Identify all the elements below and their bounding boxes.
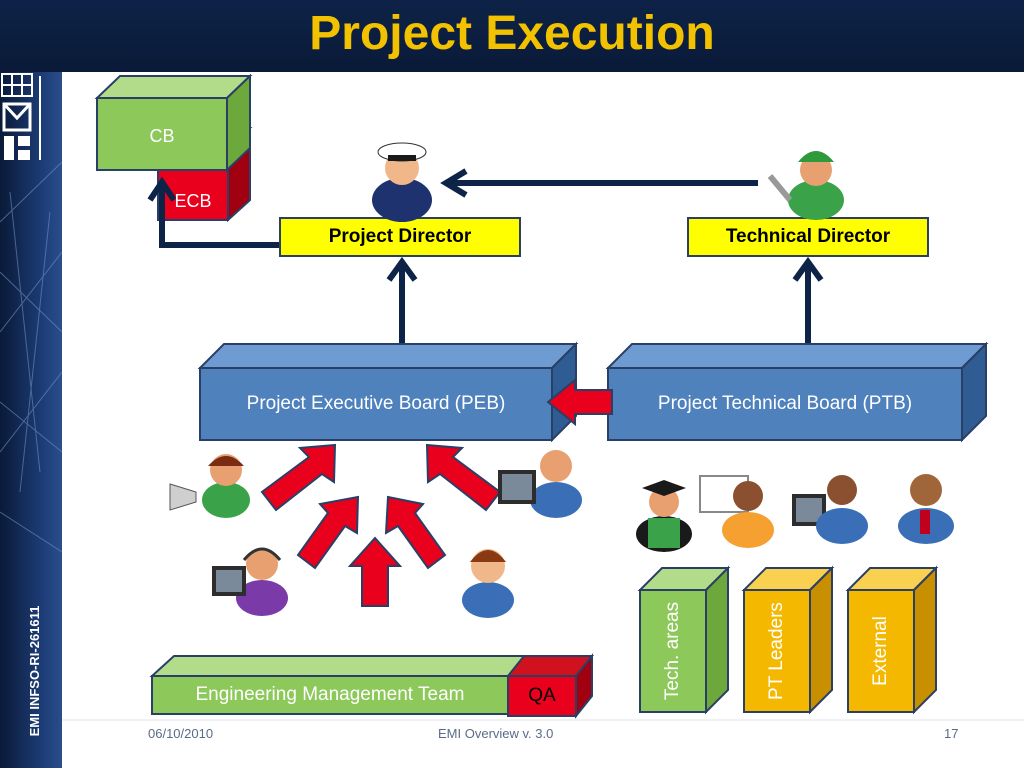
tech-areas-label: Tech. areas [662, 601, 683, 701]
pt-leaders-box [741, 565, 835, 715]
pd-to-cb-arrow [159, 185, 280, 248]
qa-box [505, 653, 595, 719]
header-bar: Project Execution [0, 0, 1024, 72]
ptb-label: Project Technical Board (PTB) [657, 393, 913, 414]
graduate-person-icon [636, 480, 692, 552]
qa-label: QA [528, 685, 556, 706]
external-label: External [870, 616, 891, 686]
project-director-label: Project Director [328, 226, 472, 247]
footer-page-number: 17 [944, 726, 959, 741]
laptop-user-person-icon [792, 475, 868, 544]
ptb-box [605, 341, 989, 443]
pt-leaders-label: PT Leaders [766, 602, 787, 700]
megaphone-person-icon [169, 454, 250, 518]
cb-label: CB [149, 126, 175, 146]
project-director-box [279, 217, 521, 257]
red-arrow-top-left [260, 443, 337, 512]
sidebar-pattern [0, 161, 62, 553]
footer-date: 06/10/2010 [148, 726, 214, 741]
emi-logo [1, 73, 41, 160]
ecb-label: ECB [174, 190, 212, 211]
red-arrow-center [347, 536, 403, 607]
red-arrow-mid-left [296, 495, 360, 570]
technical-director-person-icon [767, 151, 844, 220]
emt-label: Engineering Management Team [195, 684, 465, 705]
teacher-board-person-icon [699, 475, 774, 548]
project-director-person-icon [372, 142, 432, 222]
slide-title: Project Execution [309, 7, 715, 60]
peb-label: Project Executive Board (PEB) [246, 393, 506, 414]
computer-user-person-icon [498, 450, 582, 518]
headset-operator-person-icon [212, 547, 288, 616]
technical-director-label: Technical Director [725, 226, 891, 247]
red-arrow-top-right [425, 443, 502, 512]
footer-center-text: EMI Overview v. 3.0 [438, 726, 554, 741]
tech-areas-box [637, 565, 731, 715]
red-arrow-mid-right [384, 495, 447, 570]
emt-box [149, 655, 555, 715]
sidebar: EMI INFSO-RI-261611 [0, 72, 62, 768]
cb-ecb-box [94, 73, 253, 223]
external-box [845, 565, 939, 715]
businessman-person-icon [898, 474, 954, 544]
ptb-to-peb-red-arrow [546, 377, 613, 427]
woman-person-icon [462, 549, 514, 618]
technical-director-box [687, 217, 929, 257]
